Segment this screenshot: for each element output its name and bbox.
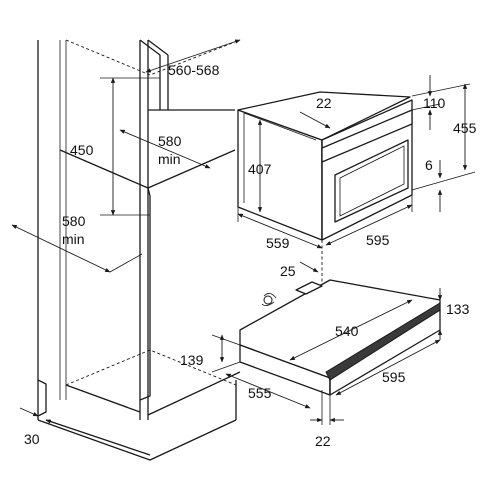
- label-133: 133: [446, 301, 470, 317]
- label-min-side: min: [62, 231, 85, 247]
- label-110: 110: [423, 95, 446, 111]
- label-540: 540: [335, 323, 359, 339]
- dimension-labels: 560-568 450 580 min 580 min 22 110 455 4…: [24, 62, 477, 449]
- label-139: 139: [180, 352, 204, 368]
- label-30: 30: [24, 431, 40, 447]
- label-580-top: 580: [158, 133, 182, 149]
- label-450: 450: [70, 142, 94, 158]
- label-min-top: min: [158, 151, 181, 167]
- label-595-drawer: 595: [382, 369, 406, 385]
- label-580-side: 580: [62, 213, 86, 229]
- label-455: 455: [453, 120, 477, 136]
- label-595-oven: 595: [366, 232, 390, 248]
- tall-cabinet: [37, 39, 241, 461]
- label-559: 559: [266, 235, 290, 251]
- label-407: 407: [248, 161, 272, 177]
- label-22-bottom: 22: [315, 433, 331, 449]
- label-22-top: 22: [316, 95, 332, 111]
- label-560-568: 560-568: [168, 62, 220, 78]
- label-555: 555: [248, 385, 272, 401]
- label-6: 6: [425, 157, 433, 173]
- dimension-lines: [11, 39, 476, 427]
- label-25: 25: [280, 263, 296, 279]
